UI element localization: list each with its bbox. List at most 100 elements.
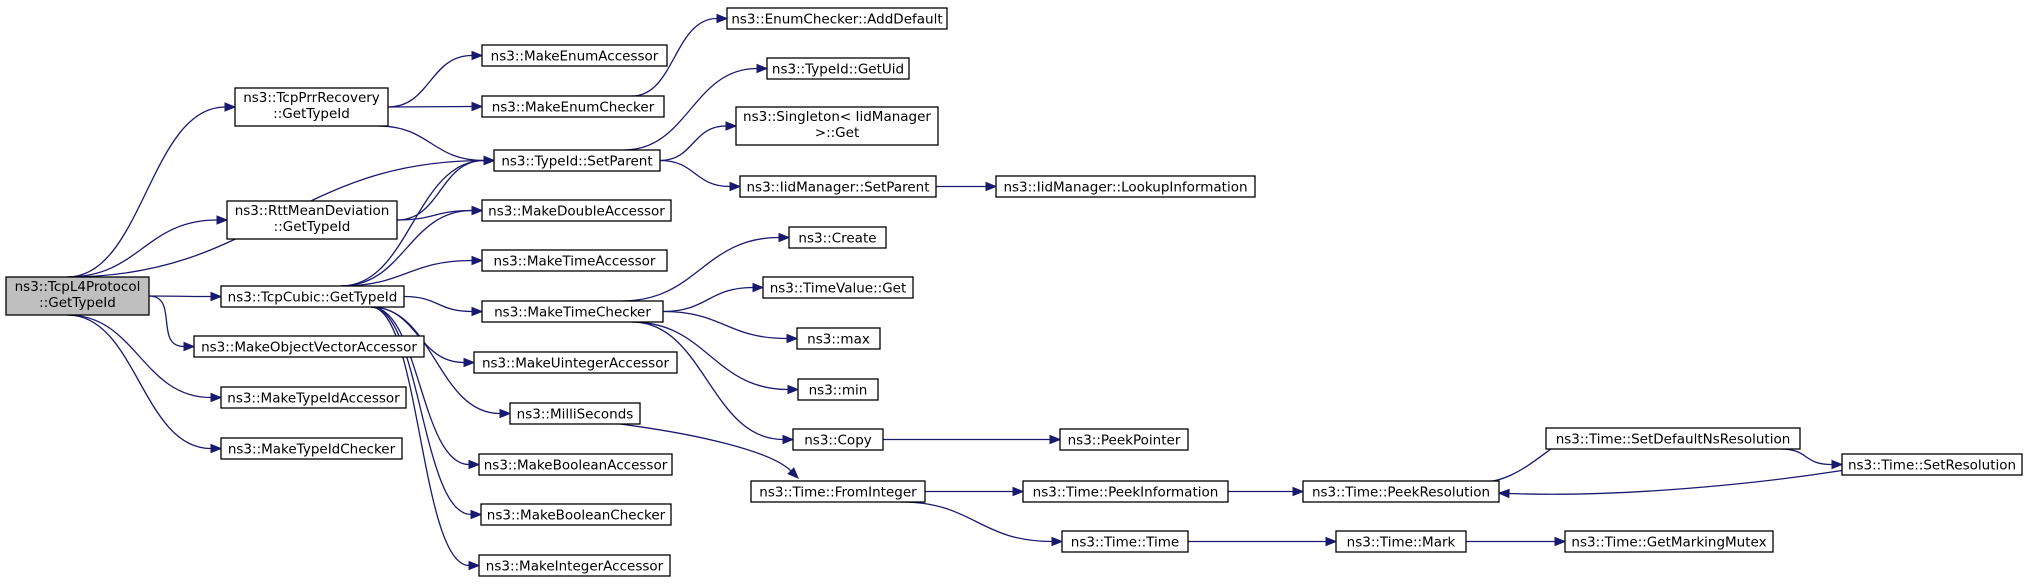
node-label: ns3::Copy xyxy=(804,433,872,449)
node-label: ns3::Create xyxy=(798,231,876,247)
node-box xyxy=(493,149,661,172)
node-setparent[interactable]: ns3::TypeId::SetParent xyxy=(493,149,661,172)
edge-root-to-mtid_acc xyxy=(67,314,223,403)
arrowhead xyxy=(778,232,791,243)
edge-line xyxy=(148,295,185,348)
edge-iidsetparent-to-lookup xyxy=(936,181,998,192)
node-enumadd[interactable]: ns3::EnumChecker::AddDefault xyxy=(726,7,948,30)
edge-setparent-to-singleton xyxy=(659,121,738,162)
edge-prr-to-menum_acc xyxy=(387,50,484,108)
node-frominteger[interactable]: ns3::Time::FromInteger xyxy=(750,480,926,503)
edge-mtime_chk-to-max xyxy=(662,310,799,344)
node-peekptr[interactable]: ns3::PeekPointer xyxy=(1059,428,1189,451)
node-box xyxy=(193,335,425,358)
node-label: ns3::MakeEnumAccessor xyxy=(491,49,659,65)
node-label: ns3::RttMeanDeviation xyxy=(235,203,390,219)
edge-mtime_chk-to-min xyxy=(631,321,800,395)
edge-cubic-to-mdouble xyxy=(340,205,484,287)
node-box xyxy=(726,7,948,30)
node-mdouble[interactable]: ns3::MakeDoubleAccessor xyxy=(481,199,672,222)
node-prr[interactable]: ns3::TcpPrrRecovery::GetTypeId xyxy=(234,87,389,127)
edge-cubic-to-mtime_acc xyxy=(340,255,484,287)
node-label: ns3::MakeTypeIdAccessor xyxy=(227,391,400,407)
arrowhead xyxy=(183,341,196,352)
edges-layer xyxy=(67,13,1844,571)
node-mtid_chk[interactable]: ns3::MakeTypeIdChecker xyxy=(220,437,403,460)
node-timetime[interactable]: ns3::Time::Time xyxy=(1061,530,1189,553)
node-singleton[interactable]: ns3::Singleton< IidManager>::Get xyxy=(735,106,939,146)
node-setres[interactable]: ns3::Time::SetResolution xyxy=(1841,453,2023,476)
node-root[interactable]: ns3::TcpL4Protocol::GetTypeId xyxy=(5,276,150,316)
node-mtime_chk[interactable]: ns3::MakeTimeChecker xyxy=(481,300,664,323)
node-label: ns3::Time::PeekResolution xyxy=(1312,485,1490,501)
node-movec[interactable]: ns3::MakeObjectVectorAccessor xyxy=(193,335,425,358)
node-menum_chk[interactable]: ns3::MakeEnumChecker xyxy=(481,95,665,118)
node-box xyxy=(481,95,665,118)
node-box xyxy=(788,226,887,249)
arrowhead xyxy=(1325,536,1338,547)
node-setdefault[interactable]: ns3::Time::SetDefaultNsResolution xyxy=(1545,427,1801,450)
edge-line xyxy=(1508,469,1843,495)
arrowhead xyxy=(725,121,738,131)
node-peekres[interactable]: ns3::Time::PeekResolution xyxy=(1302,480,1500,503)
node-create[interactable]: ns3::Create xyxy=(788,226,887,249)
edge-setparent-to-iidsetparent xyxy=(659,159,742,192)
edge-root-to-prr xyxy=(67,102,237,278)
node-copy[interactable]: ns3::Copy xyxy=(792,428,884,451)
node-label: ns3::TimeValue::Get xyxy=(770,281,907,297)
node-box xyxy=(762,276,914,299)
edge-line xyxy=(67,106,226,278)
node-mbool_acc[interactable]: ns3::MakeBooleanAccessor xyxy=(478,453,673,476)
nodes-layer: ns3::TcpL4Protocol::GetTypeId ns3::TcpPrr… xyxy=(5,7,2023,577)
node-mark[interactable]: ns3::Time::Mark xyxy=(1335,530,1467,553)
edge-line xyxy=(619,423,792,472)
node-label: ::GetTypeId xyxy=(274,219,351,235)
edge-root-to-cubic xyxy=(148,291,223,302)
arrowhead xyxy=(1292,486,1305,497)
arrowhead xyxy=(716,13,729,24)
arrowhead xyxy=(468,560,481,571)
node-box xyxy=(739,175,937,198)
edge-line xyxy=(631,17,718,97)
edge-line xyxy=(631,321,784,441)
node-iidsetparent[interactable]: ns3::IidManager::SetParent xyxy=(739,175,937,198)
node-min[interactable]: ns3::min xyxy=(797,378,879,401)
node-mtid_acc[interactable]: ns3::MakeTypeIdAccessor xyxy=(220,386,407,409)
arrowhead xyxy=(471,101,484,112)
arrowhead xyxy=(471,205,484,216)
node-box xyxy=(766,57,910,80)
node-label: ns3::MakeIntegerAccessor xyxy=(486,559,664,575)
node-menum_acc[interactable]: ns3::MakeEnumAccessor xyxy=(481,44,668,67)
node-tvget[interactable]: ns3::TimeValue::Get xyxy=(762,276,914,299)
node-box xyxy=(481,300,664,323)
edge-frominteger-to-timetime xyxy=(900,501,1064,547)
edge-line xyxy=(370,306,470,466)
edge-mtime_chk-to-tvget xyxy=(662,282,765,313)
node-max[interactable]: ns3::max xyxy=(796,327,881,350)
node-label: ns3::MakeDoubleAccessor xyxy=(488,204,665,220)
node-lookup[interactable]: ns3::IidManager::LookupInformation xyxy=(995,175,1256,198)
node-label: ns3::MakeTypeIdChecker xyxy=(228,442,396,458)
node-label: ns3::MilliSeconds xyxy=(517,407,634,423)
node-getmutex[interactable]: ns3::Time::GetMarkingMutex xyxy=(1564,530,1774,553)
node-label: ns3::Time::SetResolution xyxy=(1848,458,2016,474)
node-label: ns3::MakeTimeChecker xyxy=(494,305,651,321)
arrowhead xyxy=(1051,536,1064,547)
node-getuid[interactable]: ns3::TypeId::GetUid xyxy=(766,57,910,80)
node-muint[interactable]: ns3::MakeUintegerAccessor xyxy=(473,351,678,374)
node-mint[interactable]: ns3::MakeIntegerAccessor xyxy=(478,554,671,577)
node-millis[interactable]: ns3::MilliSeconds xyxy=(509,402,641,425)
edge-setparent-to-getuid xyxy=(623,63,769,151)
node-rtt[interactable]: ns3::RttMeanDeviation::GetTypeId xyxy=(226,200,398,240)
node-box xyxy=(735,106,939,146)
node-mbool_chk[interactable]: ns3::MakeBooleanChecker xyxy=(480,503,672,526)
edge-line xyxy=(370,306,472,516)
arrowhead xyxy=(782,434,795,445)
node-peekinfo[interactable]: ns3::Time::PeekInformation xyxy=(1022,480,1229,503)
node-mtime_acc[interactable]: ns3::MakeTimeAccessor xyxy=(481,249,668,272)
edge-line xyxy=(621,236,780,302)
node-cubic[interactable]: ns3::TcpCubic::GetTypeId xyxy=(220,285,405,308)
edge-prr-to-setparent xyxy=(377,125,496,166)
node-label: ns3::MakeTimeAccessor xyxy=(494,254,656,270)
arrowhead xyxy=(471,255,484,266)
